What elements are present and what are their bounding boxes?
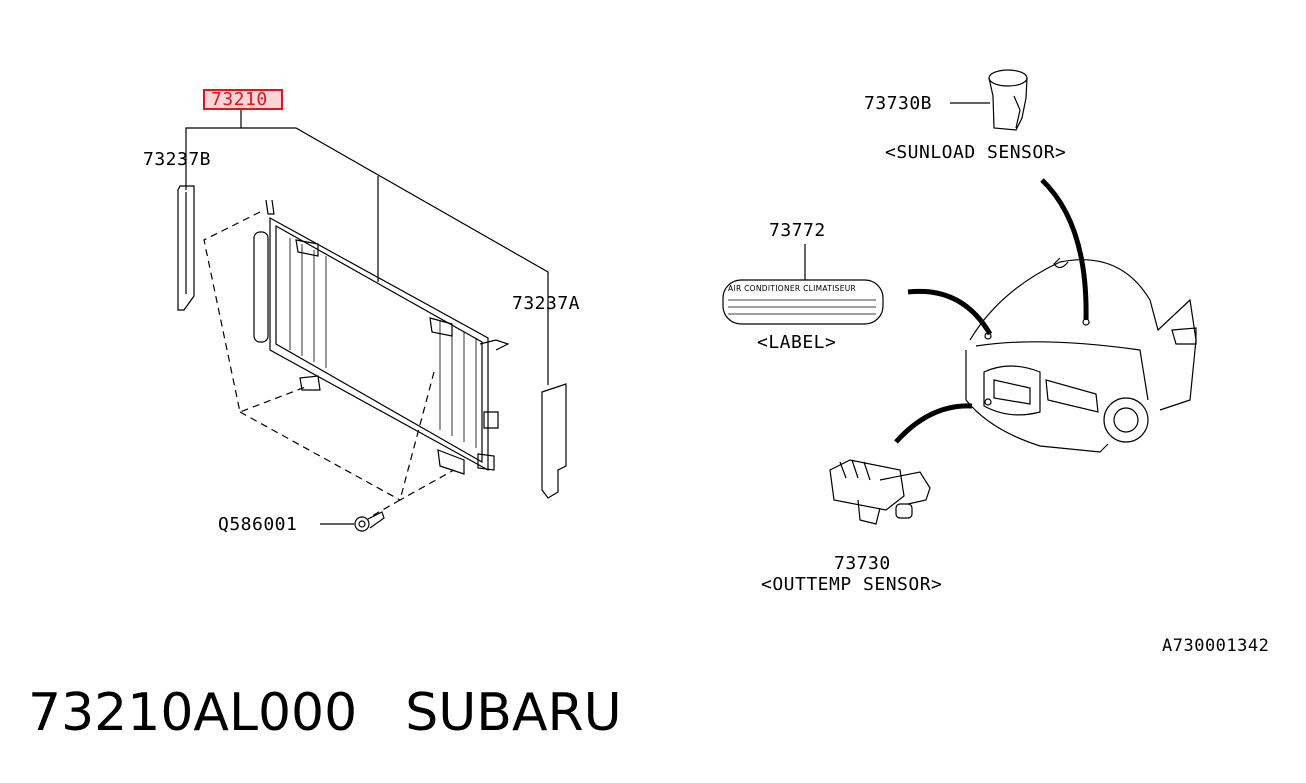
condenser-part [253, 199, 510, 475]
seal-right-part [541, 383, 567, 499]
sheet-code: A730001342 [1162, 636, 1270, 656]
seal-left-callout[interactable]: 73237B [143, 149, 212, 170]
seal-left-part [177, 185, 195, 311]
label-caption: <LABEL> [757, 332, 837, 353]
footer-brand: SUBARU [405, 683, 622, 743]
assembly-dashed-outline [203, 211, 455, 517]
sunload-sensor-part [950, 69, 1028, 131]
condenser-callout-highlight[interactable]: 73210 [203, 89, 283, 110]
outtemp-sensor-part [829, 459, 931, 525]
outtemp-sensor-callout[interactable]: 73730 [834, 553, 891, 574]
footer-part-number: 73210AL000 [28, 683, 358, 743]
label-part-callout[interactable]: 73772 [769, 220, 826, 241]
sunload-sensor-caption: <SUNLOAD SENSOR> [885, 142, 1067, 163]
bolt-callout[interactable]: Q586001 [218, 514, 298, 535]
condenser-callout: 73210 [211, 89, 268, 110]
bolt-part [320, 511, 385, 532]
condenser-leaders [185, 108, 549, 385]
footer-title: 73210AL000 SUBARU [28, 683, 622, 743]
vehicle-front [965, 257, 1197, 453]
outtemp-sensor-caption: <OUTTEMP SENSOR> [761, 574, 943, 595]
sunload-sensor-callout[interactable]: 73730B [864, 93, 933, 114]
pointer-arrows [894, 178, 1089, 444]
seal-right-callout[interactable]: 73237A [512, 293, 581, 314]
label-part [722, 244, 884, 325]
label-sticker-text: AIR CONDITIONER CLIMATISEUR [728, 284, 857, 293]
